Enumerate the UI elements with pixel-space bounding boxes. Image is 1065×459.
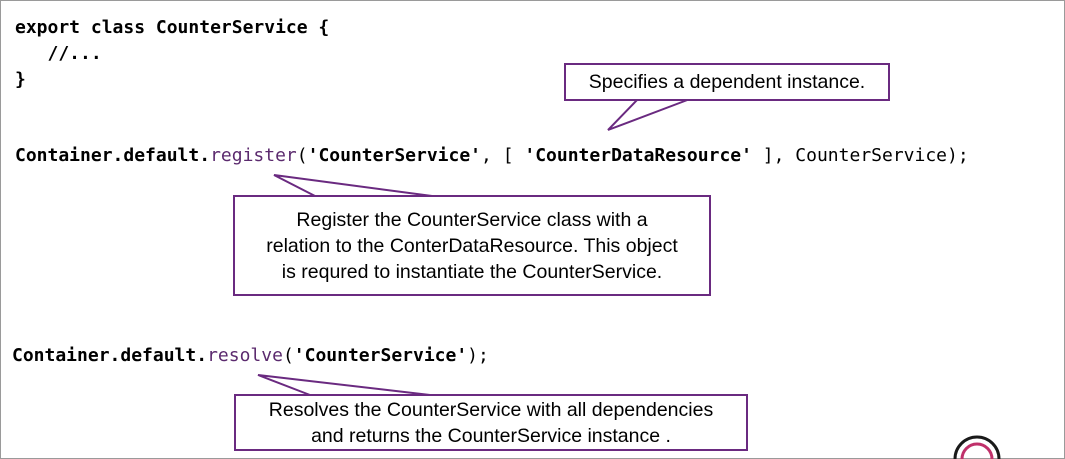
callout-text: Specifies a dependent instance. [588,71,866,93]
code-punct: ], CounterService); [751,145,969,166]
code-line: //... [15,43,102,64]
resolve-code-line: Container.default.resolve('CounterServic… [12,343,489,369]
code-method-resolve: resolve [207,345,283,366]
callout-text-line: and returns the CounterService instance … [311,424,671,447]
code-punct: ); [467,345,489,366]
register-callout: Register the CounterService class with a… [233,195,711,296]
code-string-arg: 'CounterService' [307,145,482,166]
code-object: Container.default. [12,345,208,366]
dependent-callout-pointer [607,98,691,131]
callout-text-line: Resolves the CounterService with all dep… [268,398,714,421]
resolve-callout-pointer [257,374,431,396]
dependent-instance-callout: Specifies a dependent instance. [564,63,890,101]
code-punct: ( [296,145,308,166]
resolve-callout: Resolves the CounterService with all dep… [234,394,748,451]
code-string-arg: 'CounterService' [293,345,468,366]
callout-text-line: Register the CounterService class with a [296,208,648,231]
corner-badge-inner-icon [960,442,994,459]
class-declaration-code: export class CounterService { //... } [15,15,329,93]
code-punct: ( [282,345,294,366]
register-callout-pointer [273,174,433,197]
code-line: } [15,69,26,90]
corner-badge-icon [953,435,1001,459]
callout-text-line: relation to the ConterDataResource. This… [266,234,678,257]
callout-text-line: is requred to instantiate the CounterSer… [281,260,663,283]
code-string-arg: 'CounterDataResource' [524,145,752,166]
code-line: export class CounterService { [15,17,330,38]
code-punct: , [ [481,145,525,166]
register-code-line: Container.default.register('CounterServi… [15,143,969,169]
code-method-register: register [210,145,297,166]
code-object: Container.default. [15,145,211,166]
